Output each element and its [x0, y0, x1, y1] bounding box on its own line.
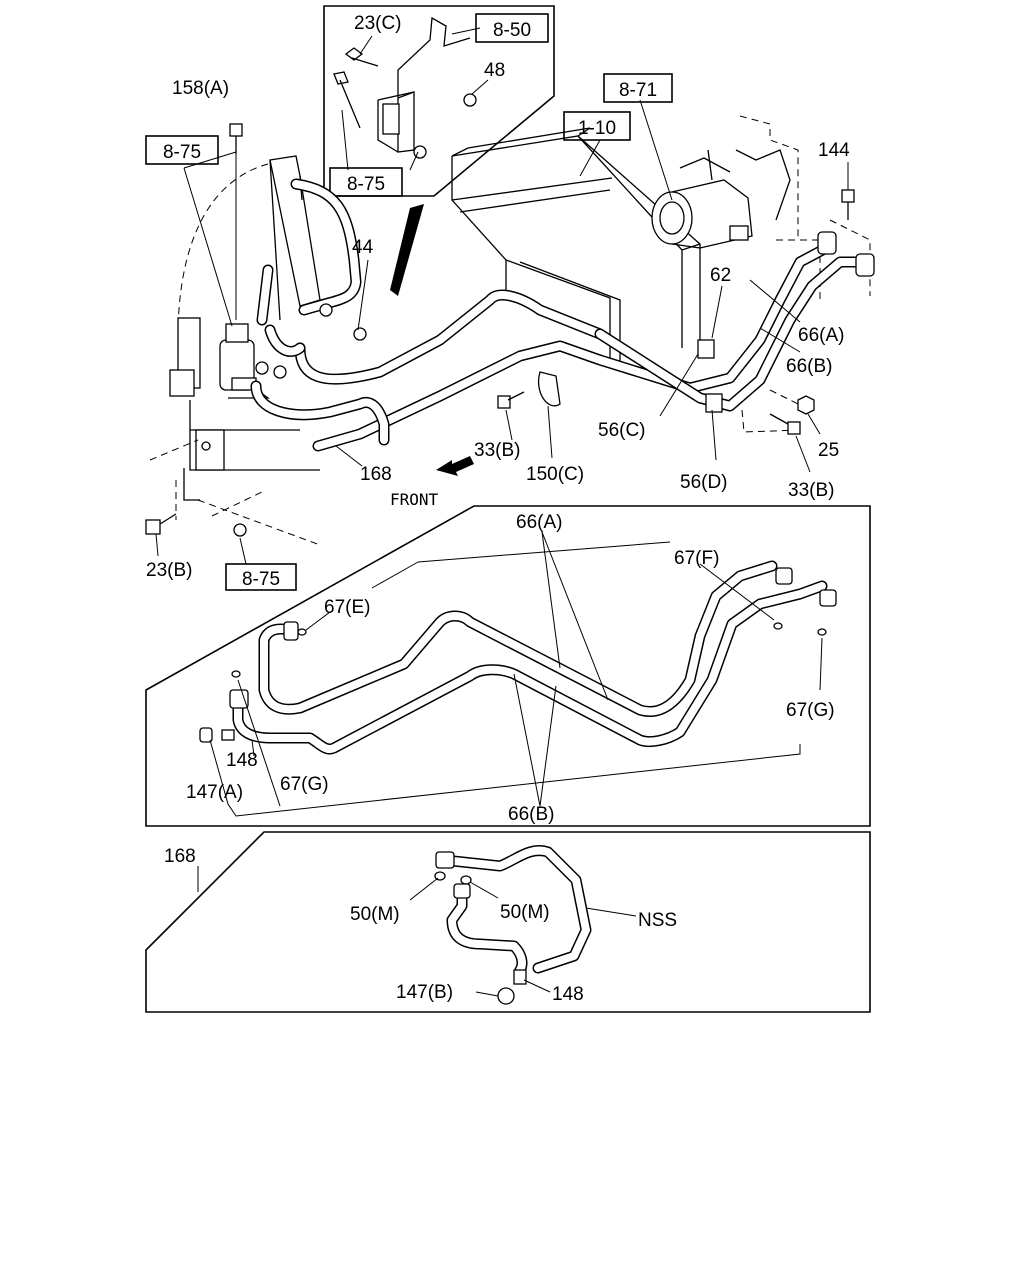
ref-box-1-10	[563, 111, 631, 141]
panel-callout-67g-left: 67(G)	[280, 774, 329, 795]
callout-25: 25	[818, 440, 839, 461]
callout-44: 44	[352, 237, 374, 258]
compressor	[651, 149, 791, 249]
panel168-callout-50m-right: 50(M)	[500, 902, 550, 923]
bracket-inset: 8-50 8-75 23(C) 48	[323, 5, 555, 197]
bolt-144	[841, 189, 855, 220]
ref-8-75-bottom-label: 8-75	[242, 569, 280, 590]
callout-56c: 56(C)	[598, 420, 646, 441]
ref-8-50-label: 8-50	[493, 20, 531, 41]
ref-box-8-75-inset	[329, 167, 403, 197]
panel-callout-67g-right: 67(G)	[786, 700, 835, 721]
callout-56d: 56(D)	[680, 472, 728, 493]
callout-150c: 150(C)	[526, 464, 584, 485]
panel168-callout-148: 148	[552, 984, 584, 1005]
panel-callout-67e: 67(E)	[324, 597, 370, 618]
callout-158a: 158(A)	[172, 78, 229, 99]
callout-144: 144	[818, 140, 850, 161]
ref-box-8-50	[475, 13, 549, 43]
nut-25	[797, 395, 815, 415]
panel168-callout-168: 168	[164, 846, 196, 867]
panel168-callout-50m-left: 50(M)	[350, 904, 400, 925]
panel-callout-148: 148	[226, 750, 258, 771]
panel-callout-66a: 66(A)	[516, 512, 562, 533]
callout-48: 48	[484, 60, 505, 81]
callout-23c: 23(C)	[354, 13, 402, 34]
callout-23b: 23(B)	[146, 560, 192, 581]
ref-box-8-75-left	[145, 135, 219, 165]
bolt-158a	[229, 123, 243, 154]
bolt-33b-left	[497, 391, 525, 409]
ref-box-8-75-bottom	[225, 563, 297, 591]
panel-callout-66b: 66(B)	[508, 804, 554, 825]
front-arrow-icon	[436, 456, 474, 476]
callout-62: 62	[710, 265, 731, 286]
hose-detail-panel: 66(A) 67(F) 67(E) 67(G) 148 147(A) 67(G)…	[145, 505, 871, 827]
ref-1-10-label: 1-10	[578, 118, 616, 139]
panel168-callout-147b: 147(B)	[396, 982, 453, 1003]
ref-box-8-71	[603, 73, 673, 103]
nut-bottom	[233, 523, 247, 537]
callout-33b-left: 33(B)	[474, 440, 520, 461]
bolt-33b-right	[769, 413, 801, 435]
main-assembly: FRONT 8-75 8-71 1-10 8-75 158(A) 144 44 …	[145, 73, 875, 591]
ref-8-75-inset-label: 8-75	[347, 174, 385, 195]
bolt-23b	[145, 513, 177, 535]
callout-168-top: 168	[360, 464, 392, 485]
callout-66b-top: 66(B)	[786, 356, 832, 377]
front-label: FRONT	[390, 490, 439, 509]
panel168-callout-nss: NSS	[638, 910, 677, 931]
part-168-panel: 168 50(M) 50(M) NSS 147(B) 148	[145, 831, 871, 1013]
panel-callout-147a: 147(A)	[186, 782, 243, 803]
panel-callout-67f: 67(F)	[674, 548, 719, 569]
ref-8-75-left-label: 8-75	[163, 142, 201, 163]
callout-66a-top: 66(A)	[798, 325, 844, 346]
callout-33b-right: 33(B)	[788, 480, 834, 501]
ref-8-71-label: 8-71	[619, 80, 657, 101]
detail-arrow	[390, 204, 424, 296]
